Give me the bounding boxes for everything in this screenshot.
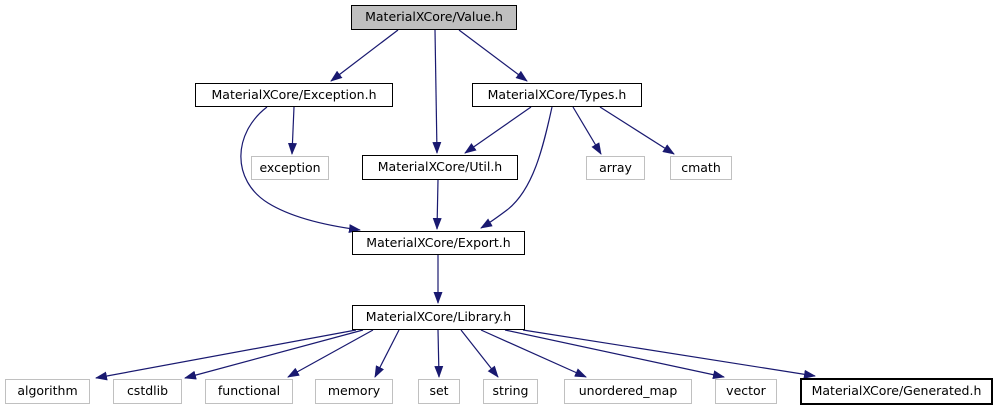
graph-node-types-h[interactable]: MaterialXCore/Types.h (472, 83, 642, 107)
edge-types-to-export (480, 106, 553, 229)
edge-library-to-generated (522, 329, 816, 379)
edge-library-to-vector (504, 329, 725, 380)
graph-node-generated-h[interactable]: MaterialXCore/Generated.h (800, 378, 993, 405)
edge-library-to-unordered-map (480, 329, 587, 378)
graph-node-functional-std: functional (205, 379, 293, 404)
graph-node-exception-std: exception (251, 156, 329, 180)
graph-node-memory-std: memory (315, 379, 393, 404)
edge-types-to-cmath (599, 106, 675, 155)
graph-node-export-h[interactable]: MaterialXCore/Export.h (352, 231, 525, 255)
edge-types-to-util (464, 106, 532, 154)
edge-library-to-cstdlib (184, 329, 364, 380)
graph-node-library-h[interactable]: MaterialXCore/Library.h (352, 305, 525, 330)
edge-library-to-set (434, 329, 444, 378)
edge-exception-to-exception-std (287, 106, 297, 155)
edge-exception-to-export (240, 106, 361, 234)
graph-node-set-std: set (418, 379, 460, 404)
edge-value-to-types (458, 29, 528, 82)
edge-util-to-export (432, 179, 442, 230)
edge-library-to-string (460, 329, 499, 378)
graph-node-string-std: string (483, 379, 538, 404)
graph-node-cmath-std: cmath (670, 156, 732, 180)
graph-node-vector-std: vector (715, 379, 777, 404)
edge-value-to-exception (330, 29, 399, 82)
edge-library-to-memory (374, 329, 400, 378)
graph-node-algorithm-std: algorithm (5, 379, 90, 404)
graph-node-util-h[interactable]: MaterialXCore/Util.h (362, 155, 518, 180)
edge-types-to-array (572, 106, 602, 155)
edge-library-to-functional (287, 329, 374, 378)
graph-node-array-std: array (586, 156, 645, 180)
edge-value-to-util (432, 29, 442, 154)
graph-node-unordered-map-std: unordered_map (564, 379, 692, 404)
graph-node-exception-h[interactable]: MaterialXCore/Exception.h (195, 83, 393, 107)
graph-node-cstdlib-std: cstdlib (113, 379, 182, 404)
graph-node-value-h: MaterialXCore/Value.h (351, 5, 517, 30)
edge-library-to-algorithm (95, 329, 357, 381)
